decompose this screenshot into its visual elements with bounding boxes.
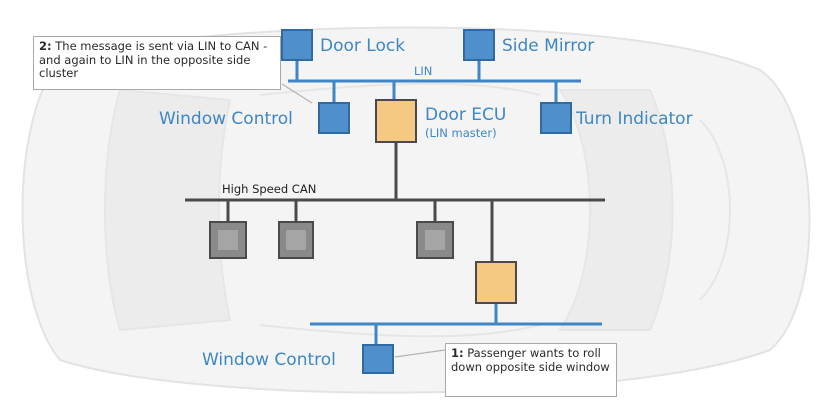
note-step-1-text: Passenger wants to roll down opposite si… [451, 346, 610, 374]
car-silhouette [21, 26, 811, 394]
window-control-bottom-node [362, 344, 394, 374]
window-control-bottom-label: Window Control [202, 350, 336, 370]
door-ecu-node [375, 99, 417, 143]
note2-connector [281, 83, 313, 104]
lin-bus-top [288, 60, 581, 103]
window-control-top-label: Window Control [159, 109, 293, 129]
can-node [209, 221, 247, 259]
can-bus [185, 198, 605, 262]
lin-bus-bottom [310, 322, 602, 345]
door-lock-label: Door Lock [320, 36, 406, 56]
side-mirror-node [463, 29, 495, 61]
note-step-1-number: 1: [451, 346, 464, 360]
turn-indicator-label: Turn Indicator [576, 109, 693, 129]
door-ecu-sublabel: (LIN master) [425, 126, 497, 140]
can-bus-label: High Speed CAN [222, 182, 317, 196]
note-step-2: 2: The message is sent via LIN to CAN - … [33, 36, 281, 90]
door-ecu-opposite-node [475, 261, 517, 304]
window-control-top-node [318, 102, 350, 134]
door-lock-node [281, 29, 313, 61]
note-step-2-number: 2: [39, 39, 52, 53]
note-step-2-text: The message is sent via LIN to CAN - and… [39, 39, 268, 80]
turn-indicator-node [540, 102, 572, 134]
door-ecu-label: Door ECU [425, 105, 507, 125]
lin-bus-label: LIN [414, 64, 433, 78]
can-node [416, 221, 454, 259]
can-node [278, 221, 314, 259]
side-mirror-label: Side Mirror [502, 36, 595, 56]
note1-connector [394, 349, 446, 358]
note-step-1: 1: Passenger wants to roll down opposite… [445, 343, 617, 397]
